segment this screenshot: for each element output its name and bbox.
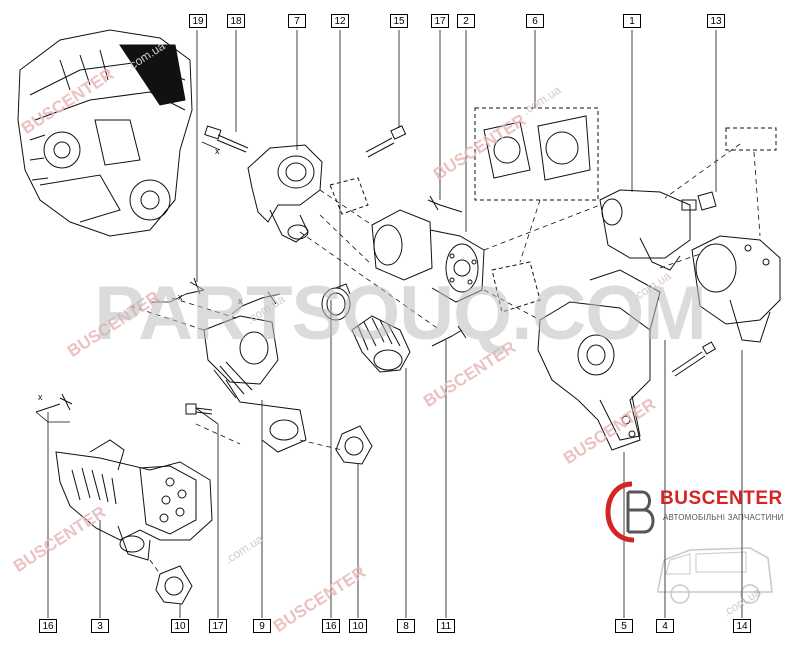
part-3-cooler <box>55 439 213 561</box>
gasket-set-6 <box>474 107 599 201</box>
axis-mark: x <box>215 146 220 156</box>
bolt-16-mid <box>241 291 281 307</box>
part-5-housing <box>537 269 661 451</box>
gasket-10-mid <box>335 425 373 465</box>
callout-label: 12 <box>331 14 349 28</box>
alignment-lines <box>129 143 761 575</box>
part-2-pipe <box>371 209 485 303</box>
callout-label: 17 <box>431 14 449 28</box>
egr-actuator <box>691 235 781 343</box>
van-icon <box>657 547 773 604</box>
callout-label: 3 <box>91 619 109 633</box>
buscenter-logo-icon <box>605 481 655 543</box>
gasket-10-lower <box>155 565 193 605</box>
bolt-14 <box>671 341 717 377</box>
part-7-housing <box>247 144 323 243</box>
clamp-12 <box>321 283 351 321</box>
gasket-frame-b <box>491 261 541 313</box>
logo-brand-text: BUSCENTER <box>660 488 783 509</box>
callout-label: 13 <box>707 14 725 28</box>
part-1-egr-valve <box>599 189 697 271</box>
callout-label: 10 <box>349 619 367 633</box>
callout-label: 1 <box>623 14 641 28</box>
engine-illustration <box>17 29 193 237</box>
logo-tagline: АВТОМОБІЛЬНІ ЗАПЧАСТИНИ <box>663 513 784 522</box>
callout-label: 8 <box>397 619 415 633</box>
axis-mark: x <box>238 296 243 306</box>
bolt-18 <box>204 125 249 153</box>
leader-lines <box>47 30 743 618</box>
callout-label: 6 <box>526 14 544 28</box>
hose-8 <box>351 315 411 373</box>
axis-mark: x <box>178 292 183 302</box>
callout-label: 2 <box>457 14 475 28</box>
bolt-15 <box>365 125 407 158</box>
callout-label: 4 <box>656 619 674 633</box>
bolt-19 <box>185 277 205 295</box>
part-9-pipe <box>203 315 307 453</box>
bolt-17-top <box>427 195 463 213</box>
bolt-11 <box>431 325 467 347</box>
bolt-16-left <box>35 393 73 413</box>
callout-label: 19 <box>189 14 207 28</box>
axis-mark: x <box>38 392 43 402</box>
callout-label: 17 <box>209 619 227 633</box>
callout-label: 10 <box>171 619 189 633</box>
callout-label: 14 <box>733 619 751 633</box>
bolt-17-lower <box>185 403 213 415</box>
reference-box <box>725 127 777 151</box>
callout-label: 18 <box>227 14 245 28</box>
callout-label: 15 <box>390 14 408 28</box>
callout-label: 9 <box>253 619 271 633</box>
callout-label: 16 <box>322 619 340 633</box>
bolt-guides <box>35 141 243 423</box>
gasket-frame-a <box>329 177 369 215</box>
callout-label: 7 <box>288 14 306 28</box>
callout-label: 16 <box>39 619 57 633</box>
callout-label: 11 <box>437 619 455 633</box>
callout-label: 5 <box>615 619 633 633</box>
part-13 <box>697 191 717 211</box>
